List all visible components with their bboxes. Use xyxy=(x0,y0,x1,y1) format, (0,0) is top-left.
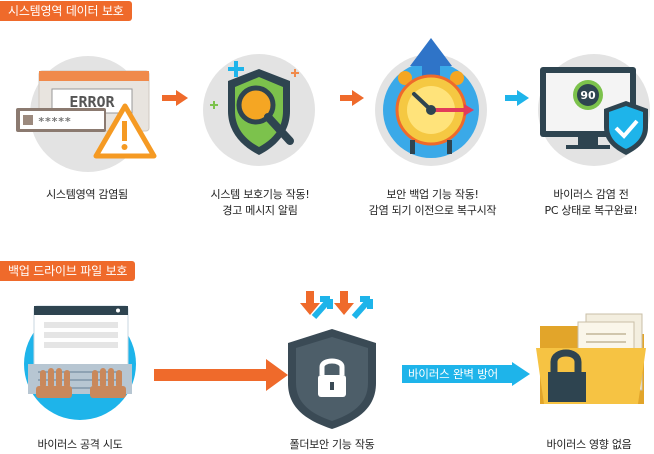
step-3-label: 보안 백업 기능 작동! 감염 되기 이전으로 복구시작 xyxy=(368,188,497,217)
folder-security-illustration xyxy=(288,291,376,429)
password-mask: ***** xyxy=(38,115,71,128)
down-arrow-icon xyxy=(300,291,320,315)
section-1-tag: 시스템영역 데이터 보호 xyxy=(0,1,132,21)
defense-badge: 바이러스 완벽 방어 xyxy=(402,365,504,383)
system-error-illustration: ERROR ***** xyxy=(16,56,157,172)
step-arrow-3 xyxy=(505,90,529,106)
magnifier-icon xyxy=(236,85,276,125)
deflect-arrow-icon xyxy=(351,296,373,319)
step-4-label: 바이러스 감염 전 PC 상태로 복구완료! xyxy=(544,188,638,217)
down-arrow-icon xyxy=(334,291,354,315)
attack-label: 바이러스 공격 시도 xyxy=(37,438,123,451)
safe-folder-illustration xyxy=(536,313,646,404)
up-arrow-icon xyxy=(410,38,452,96)
step-arrow-2 xyxy=(340,90,364,106)
step-2-label: 시스템 보호기능 작동! 경고 메시지 알림 xyxy=(210,188,310,217)
protected-monitor-illustration: 90 xyxy=(538,54,650,166)
deflect-arrow-icon xyxy=(311,296,333,319)
safe-label: 바이러스 영향 없음 xyxy=(546,438,632,451)
lock-icon xyxy=(23,115,33,125)
section-2-tag: 백업 드라이브 파일 보호 xyxy=(0,261,136,281)
step-arrow-1 xyxy=(162,90,188,106)
folder-security-label: 폴더보안 기능 작동 xyxy=(289,438,375,451)
monitor-score: 90 xyxy=(580,89,596,102)
check-icon xyxy=(614,119,639,139)
hands-icon xyxy=(40,368,122,388)
shield-scan-illustration xyxy=(203,54,315,166)
lock-icon xyxy=(548,372,586,402)
attack-arrow xyxy=(154,359,288,391)
error-text: ERROR xyxy=(69,93,115,111)
backup-clock-illustration xyxy=(375,38,487,166)
virus-attack-illustration xyxy=(24,305,136,420)
step-1-label: 시스템영역 감염됨 xyxy=(46,188,128,201)
